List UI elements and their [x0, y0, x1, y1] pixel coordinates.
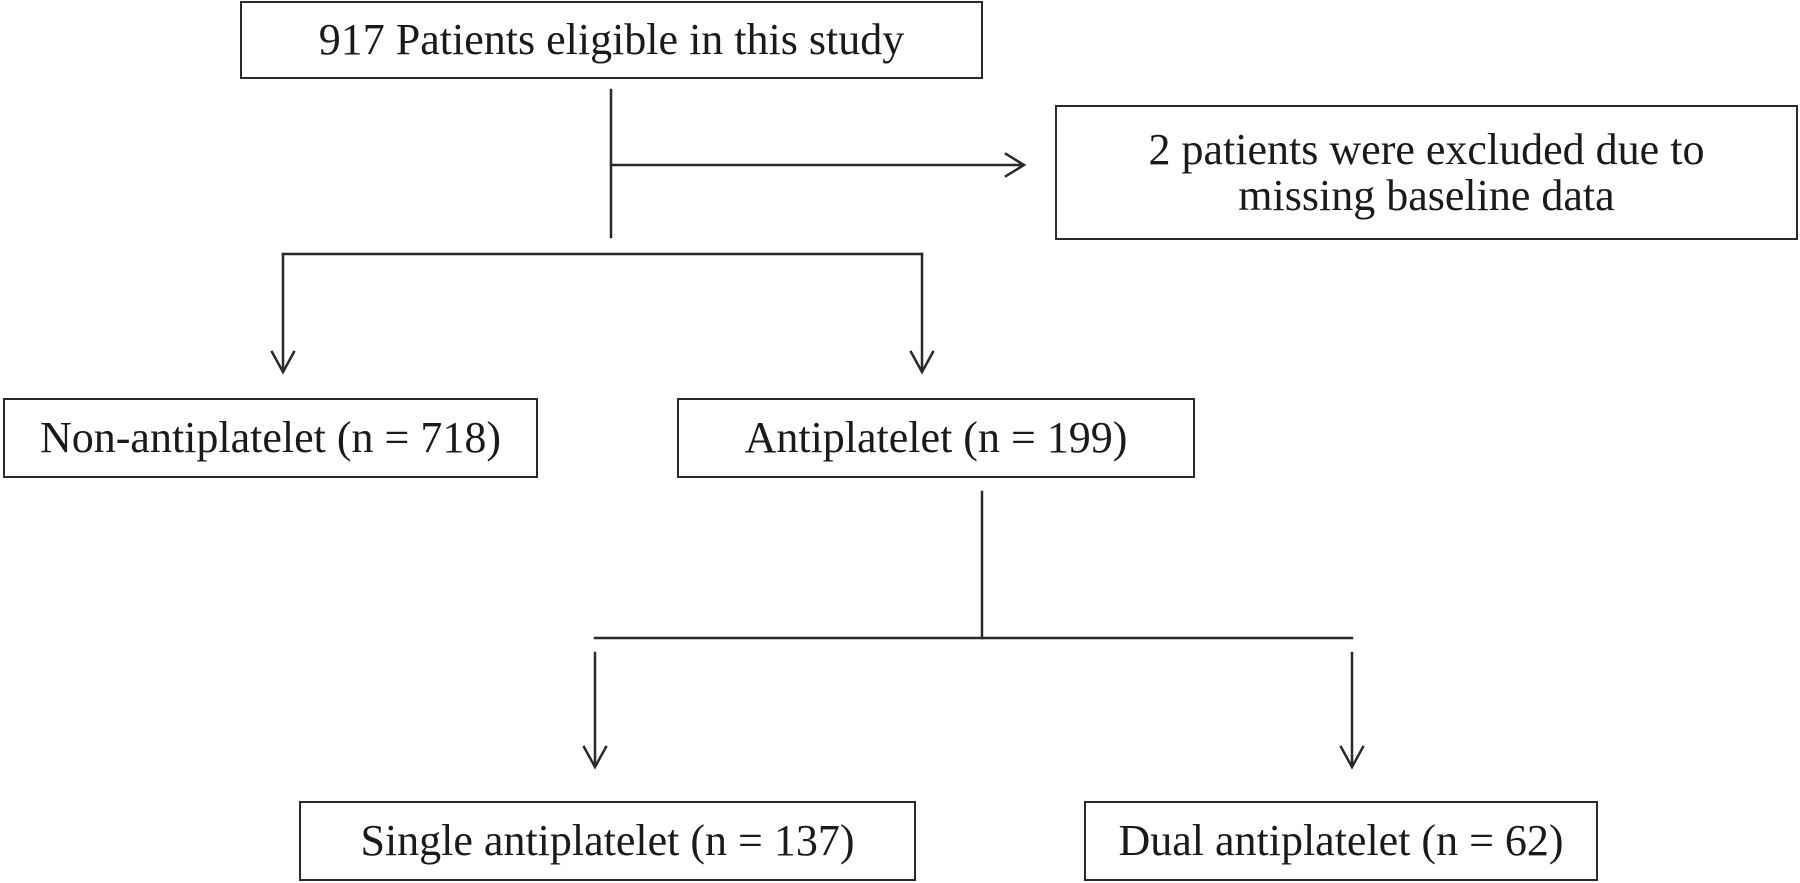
arrowhead-exclusion [1004, 152, 1027, 178]
arrowhead-antiplatelet [909, 350, 935, 375]
single-antiplatelet-box: Single antiplatelet (n = 137) [299, 801, 916, 881]
eligible-patients-label: 917 Patients eligible in this study [318, 15, 905, 64]
arrowhead-single [582, 745, 608, 770]
antiplatelet-label: Antiplatelet (n = 199) [744, 413, 1128, 462]
single-antiplatelet-label: Single antiplatelet (n = 137) [360, 816, 855, 865]
dual-antiplatelet-box: Dual antiplatelet (n = 62) [1084, 801, 1598, 881]
arrowhead-dual [1339, 745, 1365, 770]
excluded-patients-line2: missing baseline data [1238, 170, 1615, 220]
eligible-patients-box: 917 Patients eligible in this study [240, 1, 983, 79]
excluded-patients-box: 2 patients were excluded due to missing … [1055, 105, 1798, 240]
nonantiplatelet-label: Non-antiplatelet (n = 718) [39, 413, 501, 462]
nonantiplatelet-box: Non-antiplatelet (n = 718) [3, 398, 538, 478]
dual-antiplatelet-label: Dual antiplatelet (n = 62) [1118, 816, 1564, 865]
arrowhead-nonantiplatelet [270, 350, 296, 375]
antiplatelet-box: Antiplatelet (n = 199) [677, 398, 1195, 478]
excluded-patients-line1: 2 patients were excluded due to [1148, 124, 1705, 174]
